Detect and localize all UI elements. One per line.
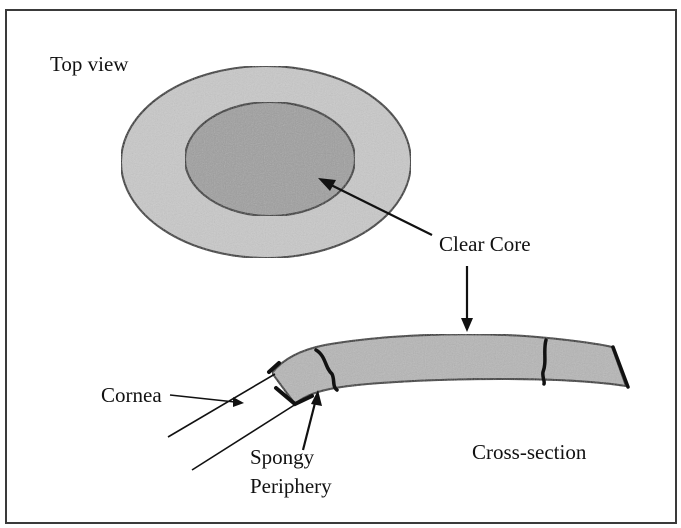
cross-section-label: Cross-section xyxy=(472,440,587,464)
cornea-pointer-line xyxy=(170,395,235,402)
spongy-periphery-arrow-line xyxy=(303,399,316,450)
cornea-label: Cornea xyxy=(101,383,162,407)
spongy-label: Spongy xyxy=(250,445,315,469)
periphery-label: Periphery xyxy=(250,474,332,498)
clear-core-ellipse xyxy=(185,102,355,216)
clear-core-label: Clear Core xyxy=(439,232,531,256)
cross-section-shape xyxy=(272,334,626,404)
cornea-pointer-arrowhead xyxy=(233,397,244,407)
top-view-label: Top view xyxy=(50,52,129,76)
cross-section-top-arrowhead xyxy=(461,318,473,332)
